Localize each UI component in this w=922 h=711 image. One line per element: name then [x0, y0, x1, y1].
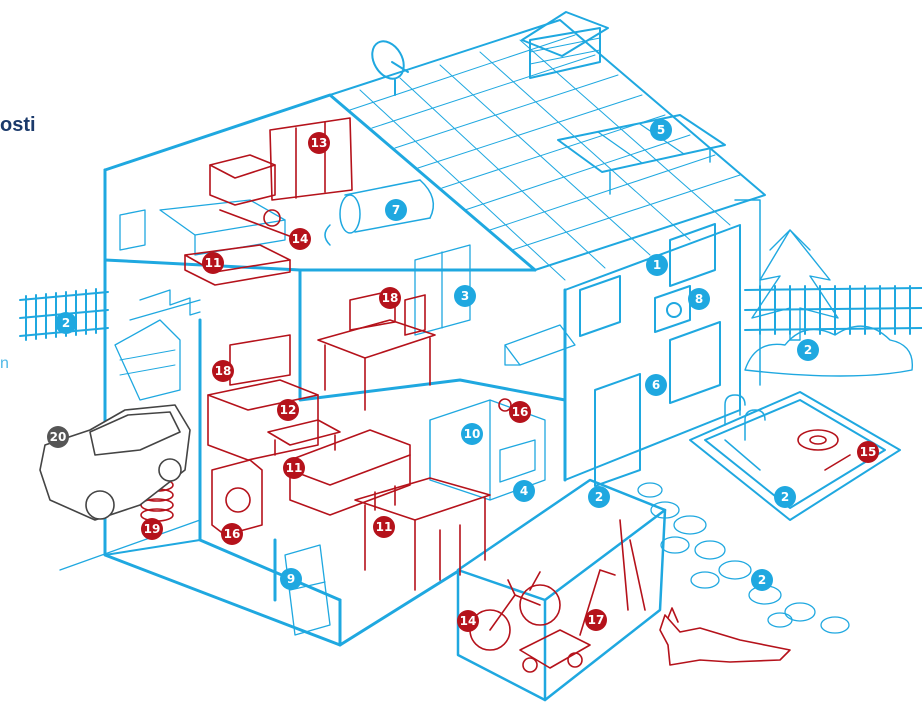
washing-machine	[212, 460, 262, 535]
bedroom-furniture	[120, 200, 285, 255]
marker-16: 16	[509, 401, 531, 423]
marker-2: 2	[797, 339, 819, 361]
house-cutaway	[105, 95, 565, 645]
marker-number: 10	[464, 427, 481, 441]
marker-number: 16	[224, 527, 241, 541]
dog	[660, 608, 790, 665]
marker-number: 2	[595, 490, 603, 504]
marker-number: 17	[588, 613, 605, 627]
marker-number: 7	[392, 203, 400, 217]
car	[40, 405, 190, 520]
marker-2: 2	[588, 486, 610, 508]
marker-number: 14	[292, 232, 309, 246]
attic-boxes	[210, 118, 352, 240]
marker-9: 9	[280, 568, 302, 590]
marker-7: 7	[385, 199, 407, 221]
house-facade	[565, 200, 760, 486]
marker-16: 16	[221, 523, 243, 545]
marker-11: 11	[283, 457, 305, 479]
solar-panel	[558, 115, 725, 194]
marker-number: 6	[652, 378, 660, 392]
marker-number: 11	[205, 256, 222, 270]
marker-12: 12	[277, 399, 299, 421]
marker-2: 2	[774, 486, 796, 508]
marker-14: 14	[289, 228, 311, 250]
marker-number: 2	[758, 573, 766, 587]
marker-1: 1	[646, 254, 668, 276]
marker-number: 1	[653, 258, 661, 272]
marker-number: 3	[461, 289, 469, 303]
marker-number: 11	[286, 461, 303, 475]
sofa	[290, 430, 410, 515]
tree	[752, 230, 838, 340]
marker-number: 2	[804, 343, 812, 357]
marker-number: 8	[695, 292, 703, 306]
satellite-dish	[366, 36, 410, 95]
marker-18: 18	[379, 287, 401, 309]
marker-number: 14	[460, 614, 477, 628]
marker-19: 19	[141, 518, 163, 540]
marker-14: 14	[457, 610, 479, 632]
marker-8: 8	[688, 288, 710, 310]
marker-10: 10	[461, 423, 483, 445]
air-conditioner	[655, 286, 690, 332]
marker-11: 11	[373, 516, 395, 538]
marker-number: 2	[62, 316, 70, 330]
marker-number: 19	[144, 522, 161, 536]
marker-6: 6	[645, 374, 667, 396]
marker-number: 20	[50, 430, 67, 444]
marker-17: 17	[585, 609, 607, 631]
marker-number: 15	[860, 445, 877, 459]
marker-number: 16	[512, 405, 529, 419]
marker-number: 4	[520, 484, 528, 498]
desk	[318, 290, 435, 410]
marker-5: 5	[650, 119, 672, 141]
coffee-table	[268, 420, 340, 455]
marker-2: 2	[55, 312, 77, 334]
chimney	[522, 12, 608, 78]
marker-number: 9	[287, 572, 295, 586]
marker-number: 18	[382, 291, 399, 305]
bushes	[745, 326, 912, 376]
marker-3: 3	[454, 285, 476, 307]
marker-15: 15	[857, 441, 879, 463]
stone-path	[638, 483, 849, 633]
marker-number: 2	[781, 490, 789, 504]
marker-number: 18	[215, 364, 232, 378]
marker-number: 13	[311, 136, 328, 150]
marker-18: 18	[212, 360, 234, 382]
marker-11: 11	[202, 252, 224, 274]
garden-shed	[458, 480, 665, 700]
water-heater	[325, 180, 433, 245]
pool-float	[798, 430, 850, 470]
bicycle	[470, 572, 560, 650]
fridge	[285, 545, 330, 635]
marker-number: 5	[657, 123, 665, 137]
markers-layer: 1222223456789101111111213141415161617181…	[47, 119, 879, 632]
marker-20: 20	[47, 426, 69, 448]
marker-2: 2	[751, 569, 773, 591]
marker-4: 4	[513, 480, 535, 502]
marker-13: 13	[308, 132, 330, 154]
marker-number: 12	[280, 403, 297, 417]
staircase	[130, 290, 200, 320]
driveway-line	[60, 520, 200, 570]
marker-number: 11	[376, 520, 393, 534]
